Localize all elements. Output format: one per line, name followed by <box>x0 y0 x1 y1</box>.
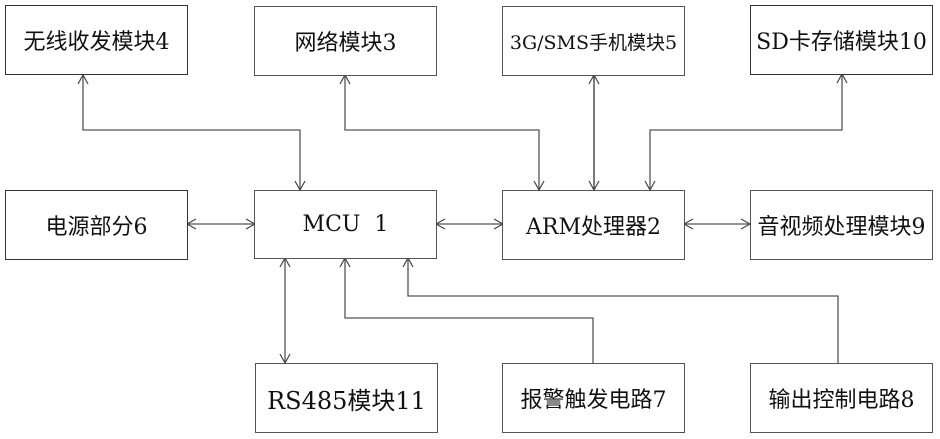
node-label: MCU 1 <box>303 212 389 237</box>
node-label: 输出控制电路8 <box>769 382 915 414</box>
node-label: 无线收发模块4 <box>24 24 170 56</box>
node-label: SD卡存储模块10 <box>756 24 927 56</box>
node-alarm-trigger-circuit: 报警触发电路7 <box>502 363 685 433</box>
node-label: RS485模块11 <box>267 381 426 416</box>
node-arm-processor: ARM处理器2 <box>502 190 685 260</box>
edge-output-mcu <box>408 258 838 363</box>
node-label: 网络模块3 <box>295 25 397 57</box>
node-network-module: 网络模块3 <box>254 6 437 76</box>
edge-wireless-mcu <box>83 75 300 190</box>
node-rs485-module: RS485模块11 <box>255 363 438 433</box>
node-sd-card-module: SD卡存储模块10 <box>750 5 933 75</box>
node-mcu: MCU 1 <box>254 190 437 259</box>
edge-alarm-mcu <box>345 258 593 363</box>
node-label: 音视频处理模块9 <box>758 209 926 241</box>
node-av-processing-module: 音视频处理模块9 <box>750 190 933 260</box>
node-power-supply: 电源部分6 <box>5 190 188 260</box>
node-label: 电源部分6 <box>46 209 148 241</box>
edge-network-arm <box>345 75 539 190</box>
node-3g-sms-module: 3G/SMS手机模块5 <box>502 6 685 76</box>
node-label: ARM处理器2 <box>526 209 661 241</box>
node-label: 3G/SMS手机模块5 <box>510 28 677 55</box>
node-label: 报警触发电路7 <box>521 382 667 414</box>
node-output-control-circuit: 输出控制电路8 <box>750 363 933 433</box>
edge-sd-arm <box>650 74 842 190</box>
node-wireless-module: 无线收发模块4 <box>5 5 188 75</box>
